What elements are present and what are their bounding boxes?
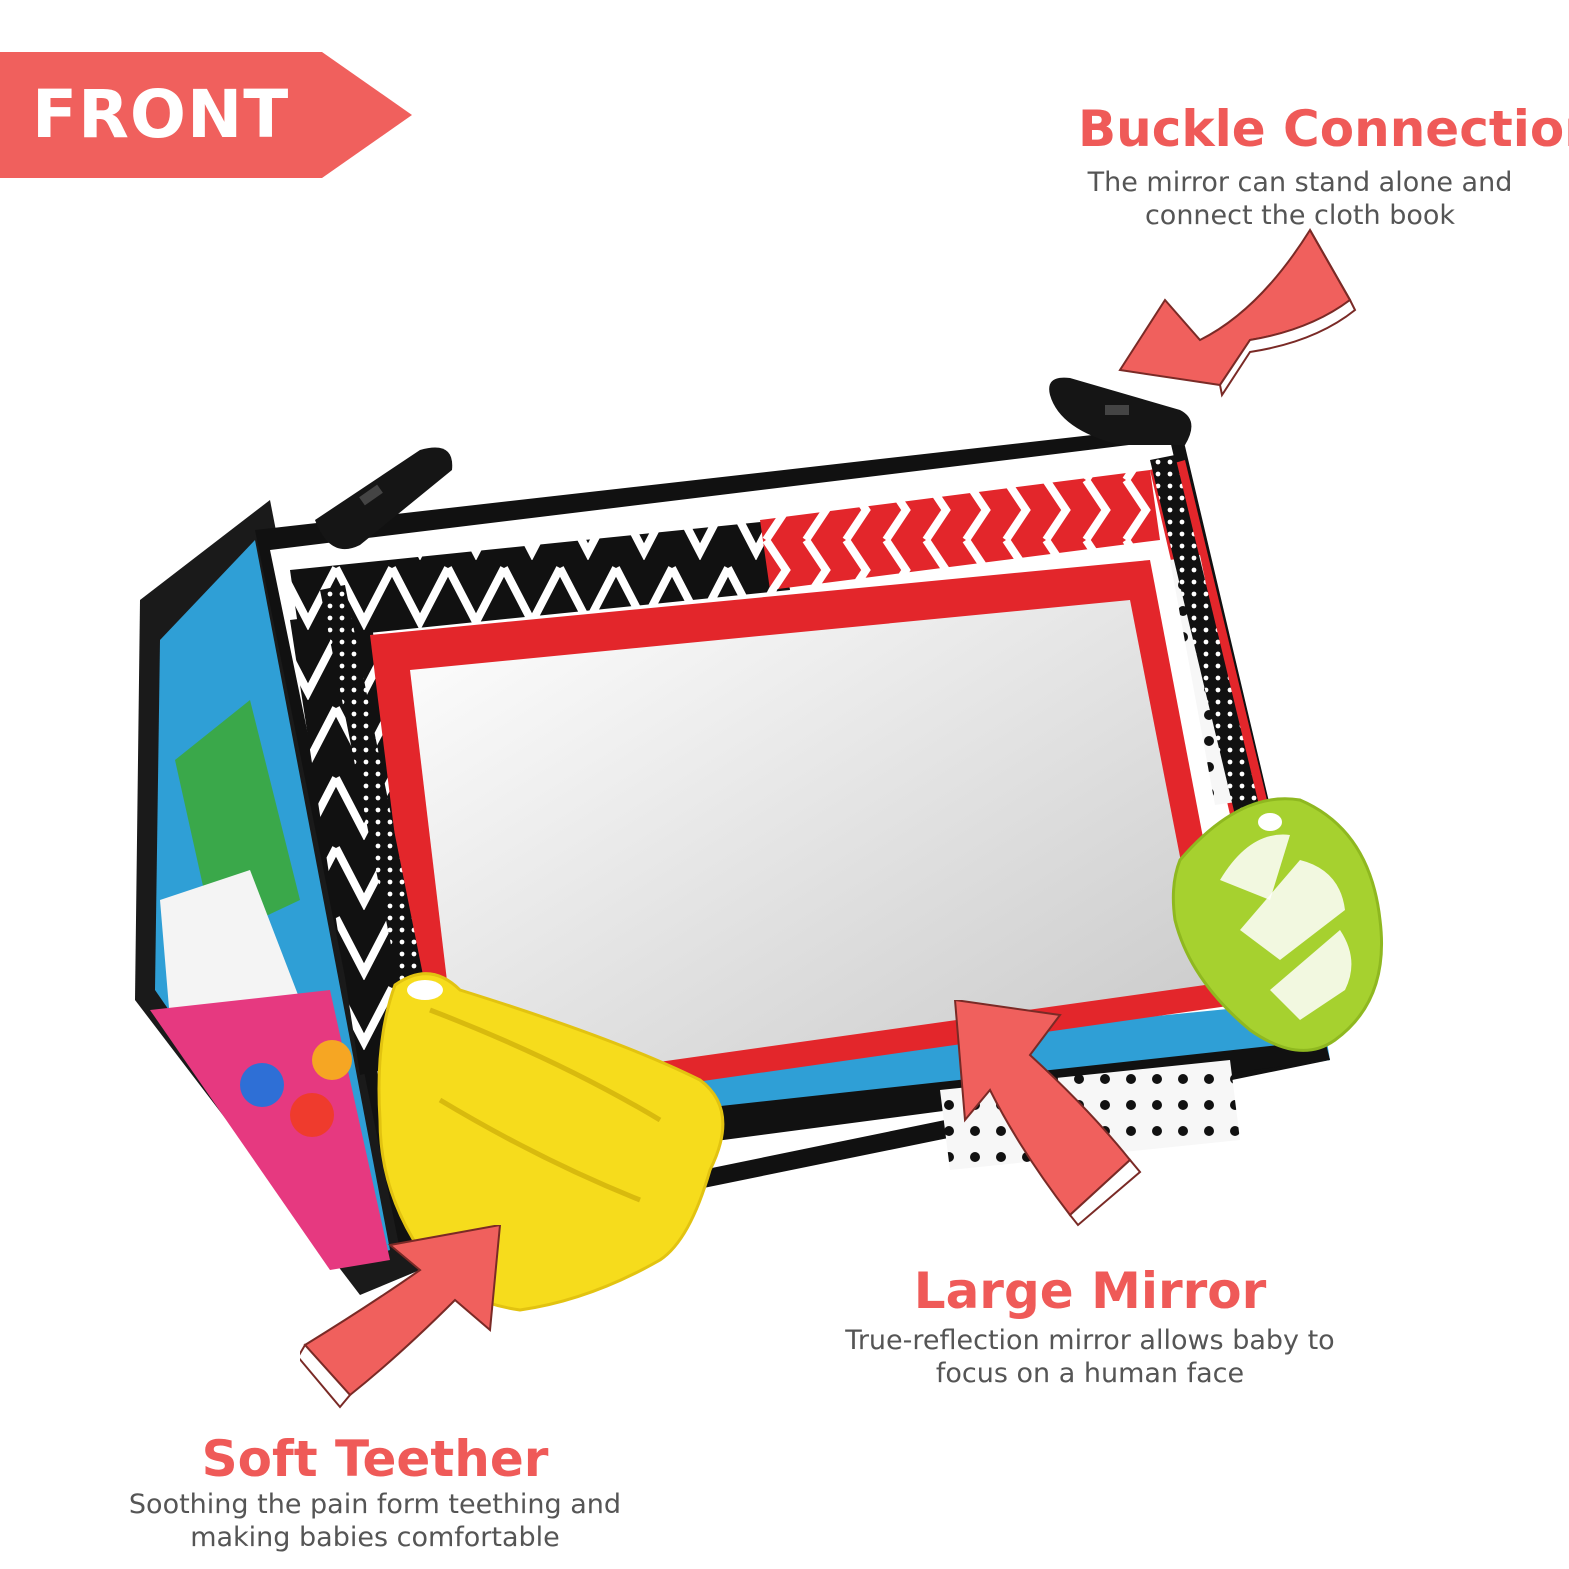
buckle-icon bbox=[315, 447, 453, 550]
large-mirror-title: Large Mirror bbox=[913, 1262, 1267, 1320]
large-mirror-desc-line1: True-reflection mirror allows baby to bbox=[845, 1325, 1335, 1356]
buckle-connection-title: Buckle Connection bbox=[1078, 100, 1569, 158]
banana-teether-icon bbox=[377, 972, 725, 1312]
soft-teether-desc-line1: Soothing the pain form teething and bbox=[128, 1489, 622, 1520]
curved-arrow-icon bbox=[1118, 228, 1357, 398]
soft-teether-desc-line2: making babies comfortable bbox=[190, 1522, 560, 1553]
curved-arrow-icon bbox=[300, 1225, 502, 1409]
balloon-icon bbox=[312, 1040, 352, 1080]
ribbon-left bbox=[320, 585, 430, 1015]
buckle-connection-desc-line2: connect the cloth book bbox=[1144, 200, 1456, 231]
front-badge: FRONT bbox=[0, 52, 412, 178]
mirror-surface bbox=[410, 600, 1205, 1090]
large-mirror-desc-line2: focus on a human face bbox=[935, 1358, 1245, 1389]
ribbon-right bbox=[1150, 455, 1265, 836]
large-mirror-desc: True-reflection mirror allows baby to fo… bbox=[815, 1324, 1365, 1390]
buckle-connection-desc: The mirror can stand alone and connect t… bbox=[1060, 166, 1540, 232]
balloon-icon bbox=[240, 1063, 284, 1107]
stand-left-panel bbox=[135, 500, 420, 1295]
balloon-icon bbox=[290, 1093, 334, 1137]
buckle-connection-desc-line1: The mirror can stand alone and bbox=[1087, 167, 1513, 198]
buckle-icon bbox=[1049, 377, 1192, 445]
curved-arrow-icon bbox=[953, 1000, 1142, 1227]
leaf-teether-icon bbox=[1171, 797, 1384, 1052]
front-label: FRONT bbox=[32, 76, 290, 153]
soft-teether-title: Soft Teether bbox=[201, 1430, 549, 1488]
badge-arrow-shape bbox=[0, 52, 412, 178]
soft-teether-desc: Soothing the pain form teething and maki… bbox=[100, 1488, 650, 1554]
